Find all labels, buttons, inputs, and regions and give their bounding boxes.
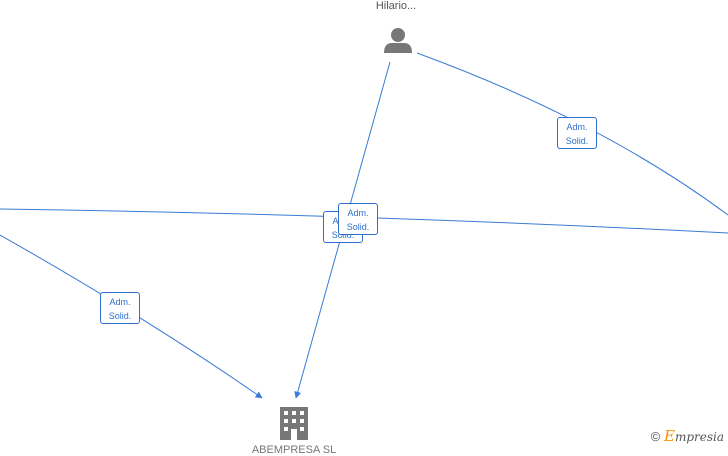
company-node-label[interactable]: ABEMPRESA SL (251, 444, 337, 456)
edge-label-line2: Solid. (565, 136, 589, 146)
copyright-symbol: © (650, 429, 661, 444)
edge-label-line2: Solid. (108, 311, 132, 321)
empresia-logo: Empresia (663, 427, 724, 445)
edge-left-to-company (0, 234, 263, 399)
brand-rest: mpresia (674, 430, 724, 444)
person-icon[interactable] (384, 28, 412, 53)
edge-label-line1: Adm. (566, 122, 588, 132)
brand-initial: E (663, 427, 675, 445)
edge-label-line1: Adm. (347, 208, 369, 218)
footer-brand: © Empresia (651, 427, 724, 445)
edge-label-adm-solid: Adm. Solid. (100, 292, 140, 324)
edge-label-adm-solid: Adm. Solid. (557, 117, 597, 149)
person-node-label[interactable]: Hilario... (375, 0, 417, 12)
edge-label-line1: Adm. (109, 297, 131, 307)
edge-label-adm-solid: Adm. Solid. (338, 203, 378, 235)
edge-label-line2: Solid. (346, 222, 370, 232)
edge-label-line2: Solid. (331, 230, 355, 240)
building-icon[interactable] (280, 407, 308, 440)
